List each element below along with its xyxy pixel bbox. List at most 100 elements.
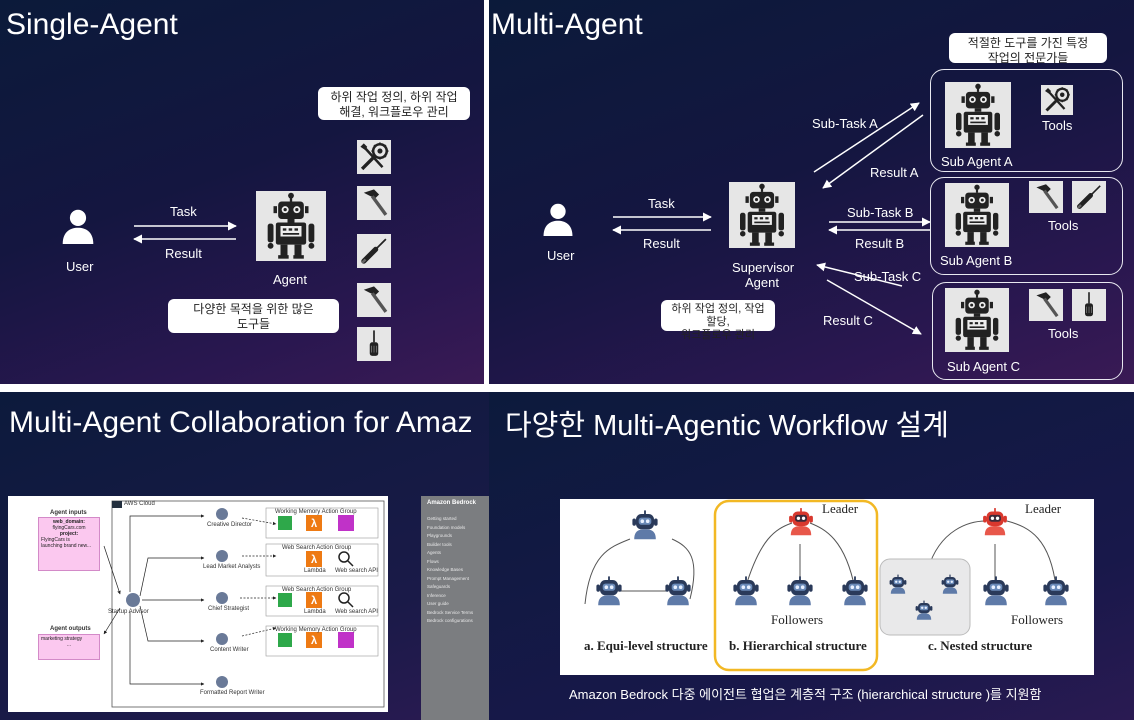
lambda-label: Lambda (304, 568, 326, 574)
screwdriver-icon (357, 234, 391, 268)
input-line: launching brand new... (41, 543, 92, 549)
callout-specialists: 적절한 도구를 가진 특정 작업의 전문가들 (949, 33, 1107, 65)
user-label: User (66, 259, 94, 274)
svg-text:λ: λ (311, 635, 317, 647)
subtask-b-label: Sub-Task B (847, 205, 914, 220)
followers-label: Followers (771, 612, 823, 627)
single-agent-panel: Single-Agent 하위 작업 정의, 하위 작업 해결, 워크플로우 관… (0, 0, 484, 384)
robot-icon (886, 571, 910, 595)
caption: Amazon Bedrock 다중 에이전트 협업은 계층적 구조 (hiera… (569, 687, 1042, 702)
console-menu-item[interactable]: Prompt Management (427, 575, 470, 581)
console-menu-item[interactable]: User guide (427, 601, 449, 606)
web-search-api-label: Web search API (335, 568, 378, 574)
callout-line: 워크플로우 관리 (681, 329, 755, 341)
sub-agent-a-box (930, 69, 1123, 172)
callout-line: 하위 작업 정의, 작업 할당, (671, 303, 765, 328)
console-menu-item[interactable]: Builder tools (427, 541, 452, 547)
startup-advisor-label: Startup Advisor (108, 609, 149, 615)
input-line: flyingCars.com (52, 525, 86, 531)
robot-icon (938, 571, 962, 595)
sub-agent-c-label: Sub Agent C (947, 359, 1020, 374)
hammer-icon (1029, 289, 1063, 321)
result-b-label: Result B (855, 236, 905, 251)
agent-label: Content Writer (210, 647, 249, 653)
subtask-c-label: Sub-Task C (854, 269, 922, 284)
supervisor-line: Agent (745, 275, 779, 290)
aws-cloud-label: AWS Cloud (124, 501, 155, 507)
structure-figure: Leader Followers Leader Followers a. Equ… (560, 499, 1094, 675)
robot-icon (782, 571, 818, 607)
task-label: Task (648, 196, 675, 211)
group-label: Working Memory Action Group (275, 627, 357, 633)
callout-line: 적절한 도구를 가진 특정 (967, 36, 1089, 50)
hammer-icon (357, 186, 391, 220)
tools-label: Tools (1048, 326, 1079, 341)
panel-title: Single-Agent (6, 8, 178, 41)
console-menu-item[interactable]: Knowledge Bases (427, 567, 464, 572)
agent-outputs-label: Agent outputs (50, 626, 91, 632)
multi-agent-panel: Multi-Agent 적절한 도구를 가진 특정 작업의 전문가들 User … (489, 0, 1134, 384)
agent-label: Lead Market Analysts (203, 564, 261, 570)
input-line: web_domain: (53, 519, 85, 525)
agent-inputs-label: Agent inputs (50, 510, 87, 516)
lambda-label: Lambda (304, 609, 326, 615)
subtask-a-label: Sub-Task A (812, 116, 878, 131)
tools-label: Tools (1048, 218, 1079, 233)
agent-label: Chief Strategist (208, 606, 250, 612)
console-menu-item[interactable]: Getting started (427, 516, 457, 521)
supervisor-robot-icon (729, 182, 795, 248)
console-menu-item[interactable]: Agents (427, 550, 442, 555)
arrows (133, 221, 237, 244)
screwdriver-icon (1072, 289, 1106, 321)
svg-text:λ: λ (311, 518, 317, 530)
leader-robot-icon (978, 503, 1012, 537)
console-menu-item[interactable]: Flows (427, 558, 439, 564)
console-menu-item[interactable]: Bedrock configurations (427, 618, 473, 623)
result-label: Result (643, 236, 680, 251)
screwdriver-icon (357, 327, 391, 361)
console-title: Amazon Bedrock (427, 500, 477, 506)
agent-label: Formatted Report Writer (200, 690, 265, 696)
console-menu-item[interactable]: Safeguards (427, 584, 451, 589)
input-line: FlyingCars is (41, 537, 70, 543)
hammer-icon (357, 283, 391, 317)
svg-text:λ: λ (311, 595, 317, 607)
agent-outputs-note: marketing strategy ... (38, 634, 100, 660)
workflow-panel: 다양한 Multi-Agentic Workflow 설계 Leader (489, 392, 1134, 720)
robot-icon (1038, 571, 1074, 607)
callout-supervisor: 하위 작업 정의, 작업 할당, 워크플로우 관리 (661, 300, 775, 341)
agent-label: Agent (273, 272, 307, 287)
screwdriver-icon (1072, 181, 1106, 213)
panel-title: 다양한 Multi-Agentic Workflow 설계 (505, 410, 949, 442)
robot-icon (945, 288, 1009, 352)
sub-agent-b-box (930, 177, 1123, 275)
input-line: project: (59, 531, 79, 537)
robot-icon (978, 571, 1014, 607)
robot-icon (591, 571, 627, 607)
leader-label: Leader (822, 501, 859, 516)
output-line: ... (66, 642, 72, 648)
output-line: marketing strategy (41, 636, 83, 642)
console-menu-item[interactable]: Playgrounds (427, 533, 453, 538)
structure-label-a: a. Equi-level structure (584, 638, 708, 653)
leader-label: Leader (1025, 501, 1062, 516)
arrows (612, 102, 931, 335)
robot-icon (837, 571, 873, 607)
panel-title: Multi-Agent (491, 8, 643, 41)
robot-icon (627, 505, 663, 541)
wrench-gear-icon (357, 140, 391, 174)
web-search-api-label: Web search API (335, 609, 378, 615)
callout-line: 다양한 목적을 위한 많은 (193, 302, 314, 316)
panel-title: Multi-Agent Collaboration for Amaz (9, 406, 473, 439)
console-menu-item[interactable]: Inference (427, 592, 446, 598)
supervisor-line: Supervisor (732, 260, 795, 275)
wrench-gear-icon (1041, 85, 1073, 115)
console-menu-item[interactable]: Bedrock Service Terms (427, 609, 474, 615)
result-label: Result (165, 246, 202, 261)
robot-icon (256, 191, 326, 261)
console-menu-item[interactable]: Foundation models (427, 524, 466, 530)
agent-inputs-note: web_domain: flyingCars.com project: Flyi… (38, 517, 100, 571)
structure-label-c: c. Nested structure (928, 638, 1033, 653)
